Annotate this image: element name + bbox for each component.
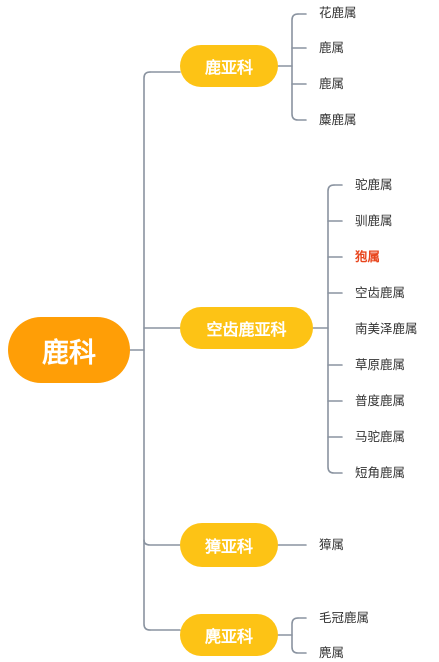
subfamily-label: 空齿鹿亚科: [206, 320, 287, 339]
genus-node[interactable]: 獐属: [319, 537, 345, 552]
subfamily-node-muntiacinae[interactable]: 麂亚科: [180, 614, 278, 656]
genus-node[interactable]: 花鹿属: [319, 5, 357, 20]
genus-node[interactable]: 麂属: [319, 645, 345, 660]
subfamily-label: 麂亚科: [204, 627, 253, 646]
genus-node[interactable]: 驯鹿属: [355, 213, 393, 228]
genus-node[interactable]: 麋鹿属: [319, 112, 357, 127]
genus-node[interactable]: 短角鹿属: [355, 465, 406, 480]
subfamily-node-cervinae[interactable]: 鹿亚科: [180, 45, 278, 87]
genus-node[interactable]: 鹿属: [319, 40, 345, 55]
genus-node[interactable]: 毛冠鹿属: [319, 610, 370, 625]
root-node[interactable]: 鹿科: [8, 317, 130, 383]
subfamily-node-capreolinae[interactable]: 空齿鹿亚科: [180, 307, 313, 349]
genus-node[interactable]: 普度鹿属: [355, 393, 406, 408]
genus-node[interactable]: 草原鹿属: [355, 357, 406, 372]
genus-node[interactable]: 南美泽鹿属: [355, 321, 418, 336]
root-trunk: [143, 71, 151, 631]
genus-node[interactable]: 驼鹿属: [355, 177, 393, 192]
root-node-label: 鹿科: [42, 337, 96, 369]
genus-node-highlighted[interactable]: 狍属: [355, 249, 381, 264]
subfamily-node-hydropotinae[interactable]: 獐亚科: [180, 523, 278, 567]
subfamily-label: 鹿亚科: [204, 58, 253, 77]
genus-node[interactable]: 鹿属: [319, 76, 345, 91]
subfamily-label: 獐亚科: [204, 537, 253, 556]
genus-node[interactable]: 马驼鹿属: [355, 429, 406, 444]
genus-node[interactable]: 空齿鹿属: [355, 285, 406, 300]
